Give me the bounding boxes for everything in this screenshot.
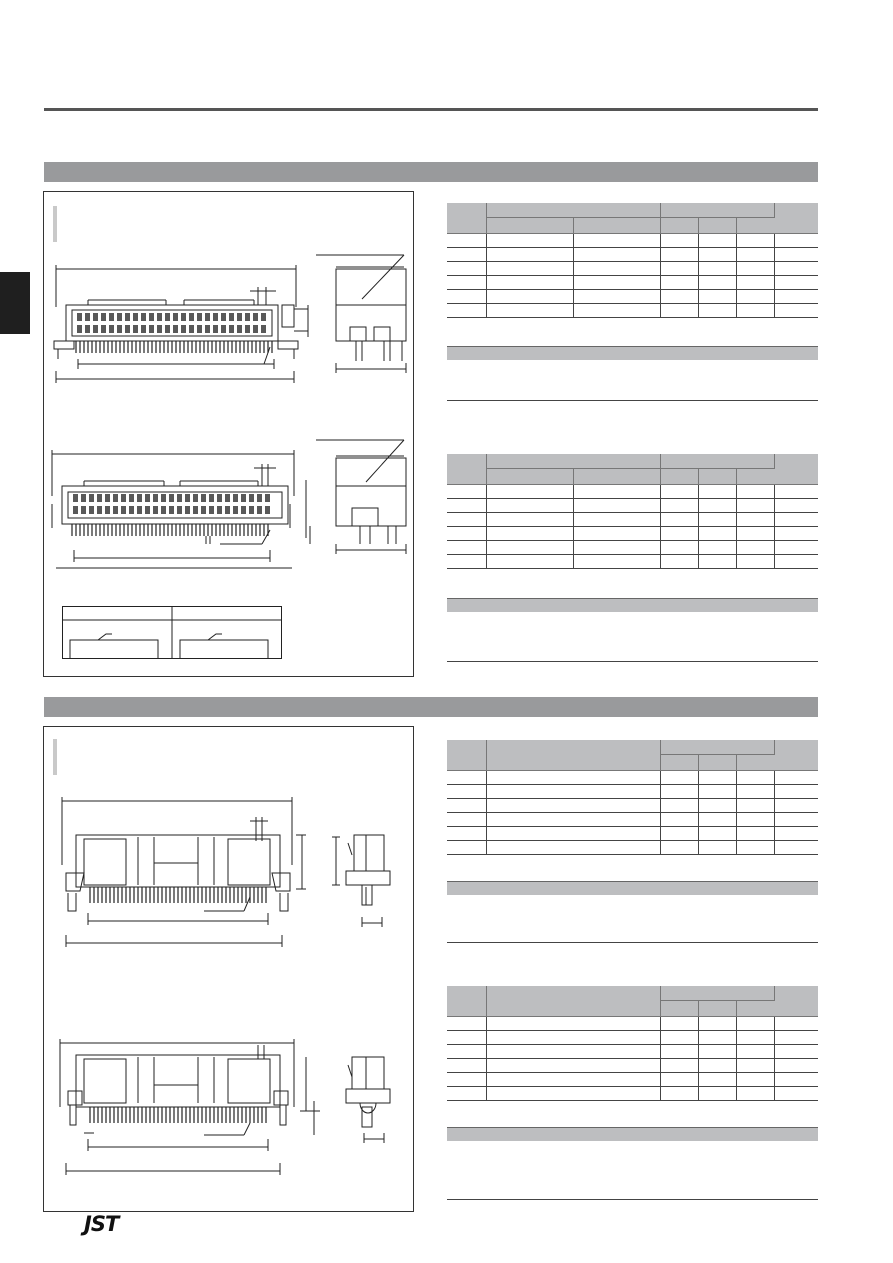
table-row [447,554,819,569]
chapter-tab [0,272,30,334]
side-view-drawing-4 [345,1056,391,1143]
front-view-drawing-2 [51,450,311,569]
table-row [447,540,819,555]
table-row [447,840,819,855]
table-row [447,289,819,304]
table-row [447,826,819,841]
table-row [447,247,819,262]
table-row [447,512,819,527]
table-row [447,484,819,499]
table-row [447,1072,819,1087]
drawing-frame-upper [43,191,414,677]
note-bar-4 [447,1127,818,1141]
side-view-drawing-2 [316,439,407,554]
note-bar-1 [447,346,818,360]
spec-table-2 [447,454,819,569]
table-row [447,1058,819,1073]
brand-logo: JST [84,1212,119,1236]
detail-views-box [62,606,282,659]
side-view-drawing-3 [332,834,391,927]
note-rule-3 [447,942,818,943]
front-view-drawing-1 [53,265,309,383]
note-rule-4 [447,1199,818,1200]
section-bar-upper [44,162,818,182]
table-row [447,526,819,541]
table-row [447,1016,819,1031]
spec-table-3 [447,740,819,855]
table-row [447,798,819,813]
table-row [447,812,819,827]
table-row [447,261,819,276]
header-rule [44,108,818,111]
table-row [447,1086,819,1101]
section-bar-lower [44,697,818,717]
table-row [447,784,819,799]
front-view-drawing-3 [61,797,306,947]
note-rule-1 [447,400,818,401]
spec-table-4 [447,986,819,1101]
table-row [447,233,819,248]
title-marker [53,206,57,242]
table-row [447,303,819,318]
table-row [447,1044,819,1059]
title-marker [53,739,57,775]
table-row [447,498,819,513]
side-view-drawing-1 [316,254,407,373]
spec-table-1 [447,203,819,318]
drawing-frame-lower [43,726,414,1212]
note-rule-2 [447,661,818,662]
table-row [447,275,819,290]
table-row [447,770,819,785]
table-row [447,1030,819,1045]
front-view-drawing-4 [59,1039,320,1175]
note-bar-3 [447,881,818,895]
note-bar-2 [447,598,818,612]
